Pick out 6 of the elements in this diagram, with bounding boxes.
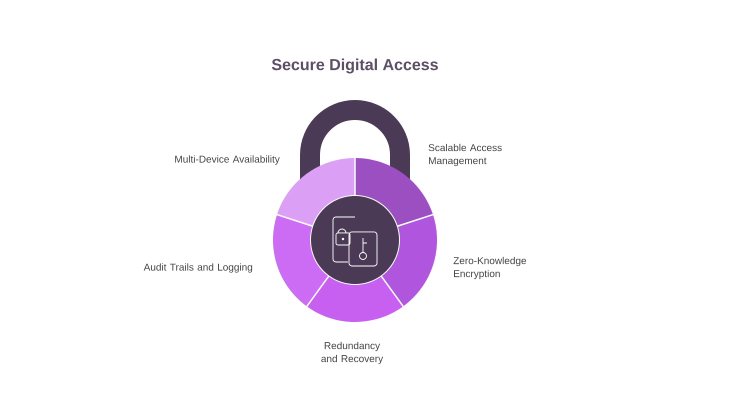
segment-label: Multi-Device Availability	[175, 155, 280, 165]
title: Secure Digital Access	[272, 58, 438, 74]
segment-label: Audit Trails and Logging	[144, 263, 252, 273]
segment-label: Zero-Knowledge Encryption	[454, 256, 526, 280]
segment-label: Redundancy and Recovery	[321, 342, 384, 364]
segment-label: Scalable Access Management	[428, 144, 502, 166]
